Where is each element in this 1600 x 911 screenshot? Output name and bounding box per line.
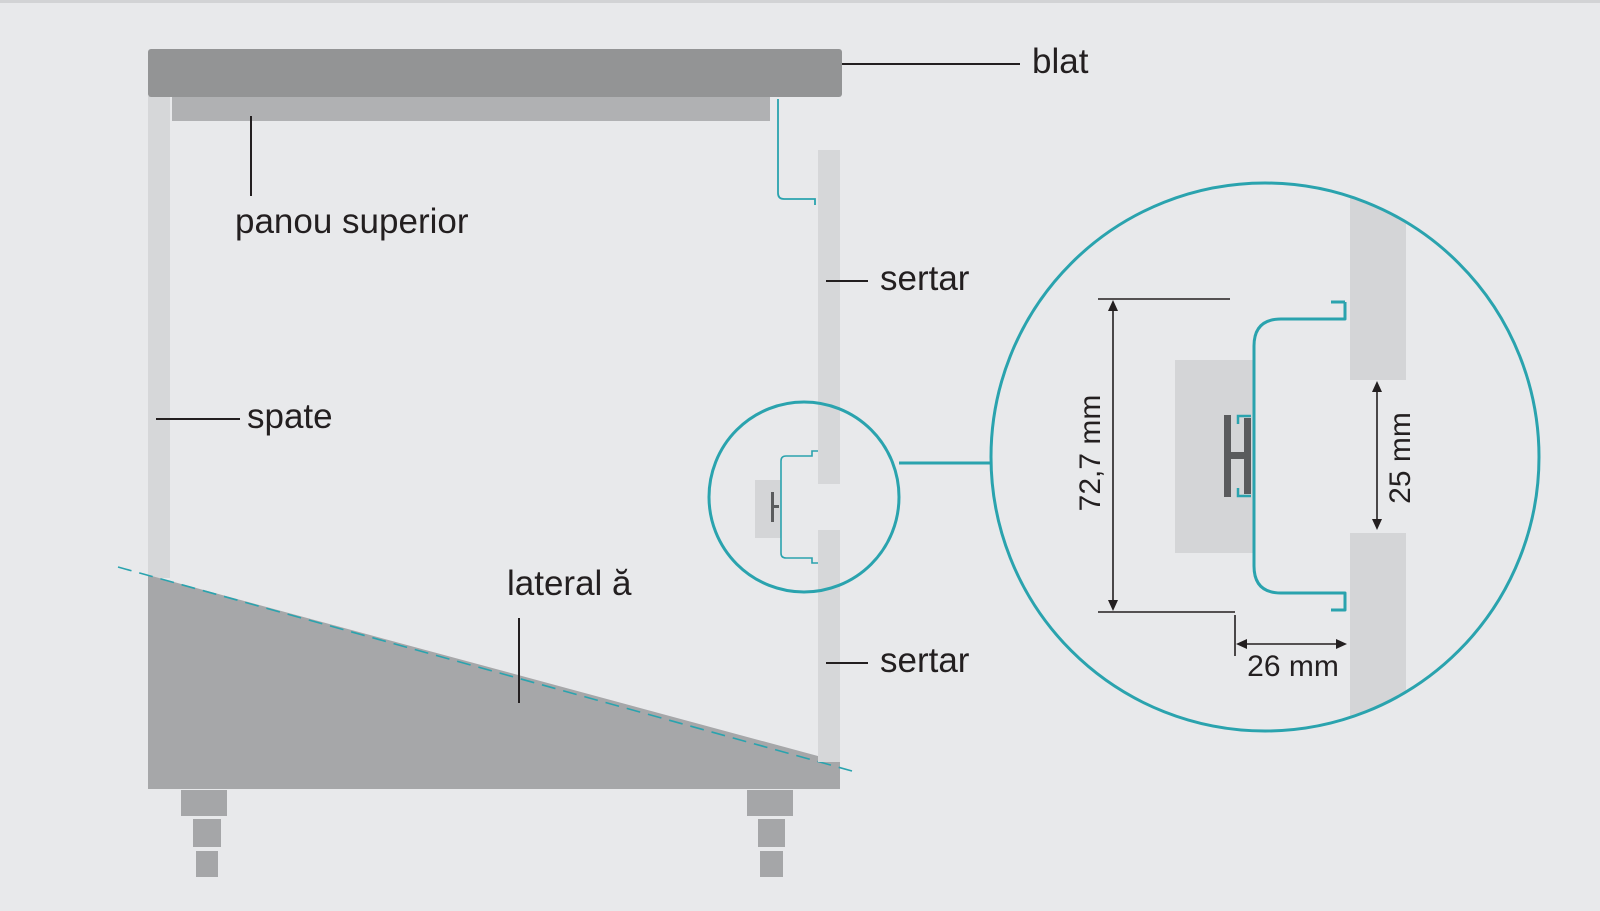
leg-left [181,790,227,877]
label-back: spate [247,397,333,436]
label-drawer-lower: sertar [880,641,970,680]
zoom-h-bracket-bridge [1231,452,1244,459]
side-panel [148,575,840,789]
top-panel [172,97,770,121]
label-countertop: blat [1032,42,1089,81]
magnifier-circle-small [707,400,901,594]
handle-profile-top [777,99,816,205]
label-side: lateral ă [507,564,632,603]
leg-right [747,790,793,877]
top-edge [0,0,1600,3]
drawer-front-upper [818,150,840,484]
dimension-depth-text: 26 mm [1247,650,1339,683]
side-panel-edge-line [117,566,853,772]
detail-circle-small [707,400,901,594]
drawer-front-lower [818,530,840,762]
countertop [148,49,842,97]
dimension-gap-text: 25 mm [1384,412,1417,504]
label-drawer-upper: sertar [880,259,970,298]
leader-lines [156,63,1020,703]
zoom-c-profile [1252,302,1347,612]
dimension-height-text: 72,7 mm [1074,395,1107,512]
detail-circle-large [989,181,1541,733]
label-top-panel: panou superior [235,202,469,241]
magnifier-circle-large [989,181,1541,733]
zoom-h-bracket-bar-2 [1244,418,1251,494]
back-panel [148,96,170,578]
zoom-h-bracket-bar [1224,415,1231,497]
